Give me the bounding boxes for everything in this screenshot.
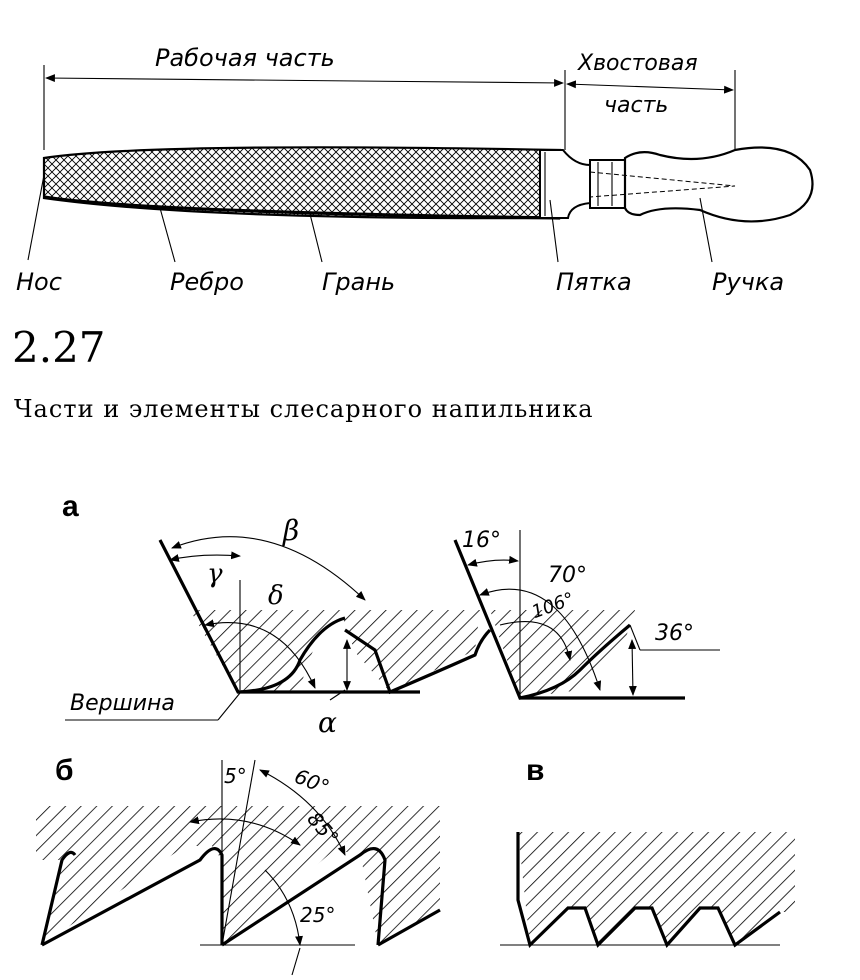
- label-36-deg: 36°: [655, 621, 694, 646]
- label-alpha: α: [318, 706, 337, 739]
- panel-v: в: [500, 754, 795, 949]
- handle-ferrule: [589, 159, 626, 209]
- label-working-part: Рабочая часть: [155, 44, 335, 72]
- label-gamma: γ: [207, 559, 223, 589]
- panel-b-letter: б: [55, 754, 74, 787]
- label-tail-part-line1: Хвостовая: [577, 51, 698, 76]
- label-face: Грань: [322, 268, 395, 296]
- panel-b: б 5° 60° 85° 25°: [36, 754, 441, 976]
- tooth-b3-outline: [221, 847, 387, 947]
- file-edge-line: [43, 195, 561, 220]
- file-heel: [539, 149, 591, 219]
- label-handle: Ручка: [712, 268, 784, 296]
- label-70-deg: 70°: [548, 563, 587, 588]
- figure-number: 2.27: [12, 323, 106, 372]
- file-drawing: Рабочая часть Хвостовая часть Нос Ребро …: [16, 44, 814, 296]
- figure-caption: Части и элементы слесарного напильника: [14, 395, 594, 423]
- label-nose: Нос: [16, 268, 62, 296]
- label-tail-part-line2: часть: [604, 93, 668, 118]
- label-5-deg: 5°: [224, 764, 247, 788]
- dim-tail-part: [566, 80, 734, 94]
- dim-working-part: [45, 74, 564, 87]
- label-edge: Ребро: [170, 268, 244, 296]
- panel-a: а γ β δ α Вершина 16° 70°: [62, 490, 720, 739]
- panel-v-letter: в: [526, 754, 544, 787]
- panel-a-letter: а: [62, 490, 79, 523]
- label-delta: δ: [268, 581, 284, 611]
- label-heel: Пятка: [556, 268, 632, 296]
- file-blade: [42, 146, 562, 220]
- label-25-deg: 25°: [300, 903, 335, 927]
- tooth-b1-outline: [40, 850, 77, 946]
- label-vertex: Вершина: [70, 691, 175, 716]
- label-beta: β: [282, 514, 299, 547]
- label-16-deg: 16°: [462, 528, 501, 553]
